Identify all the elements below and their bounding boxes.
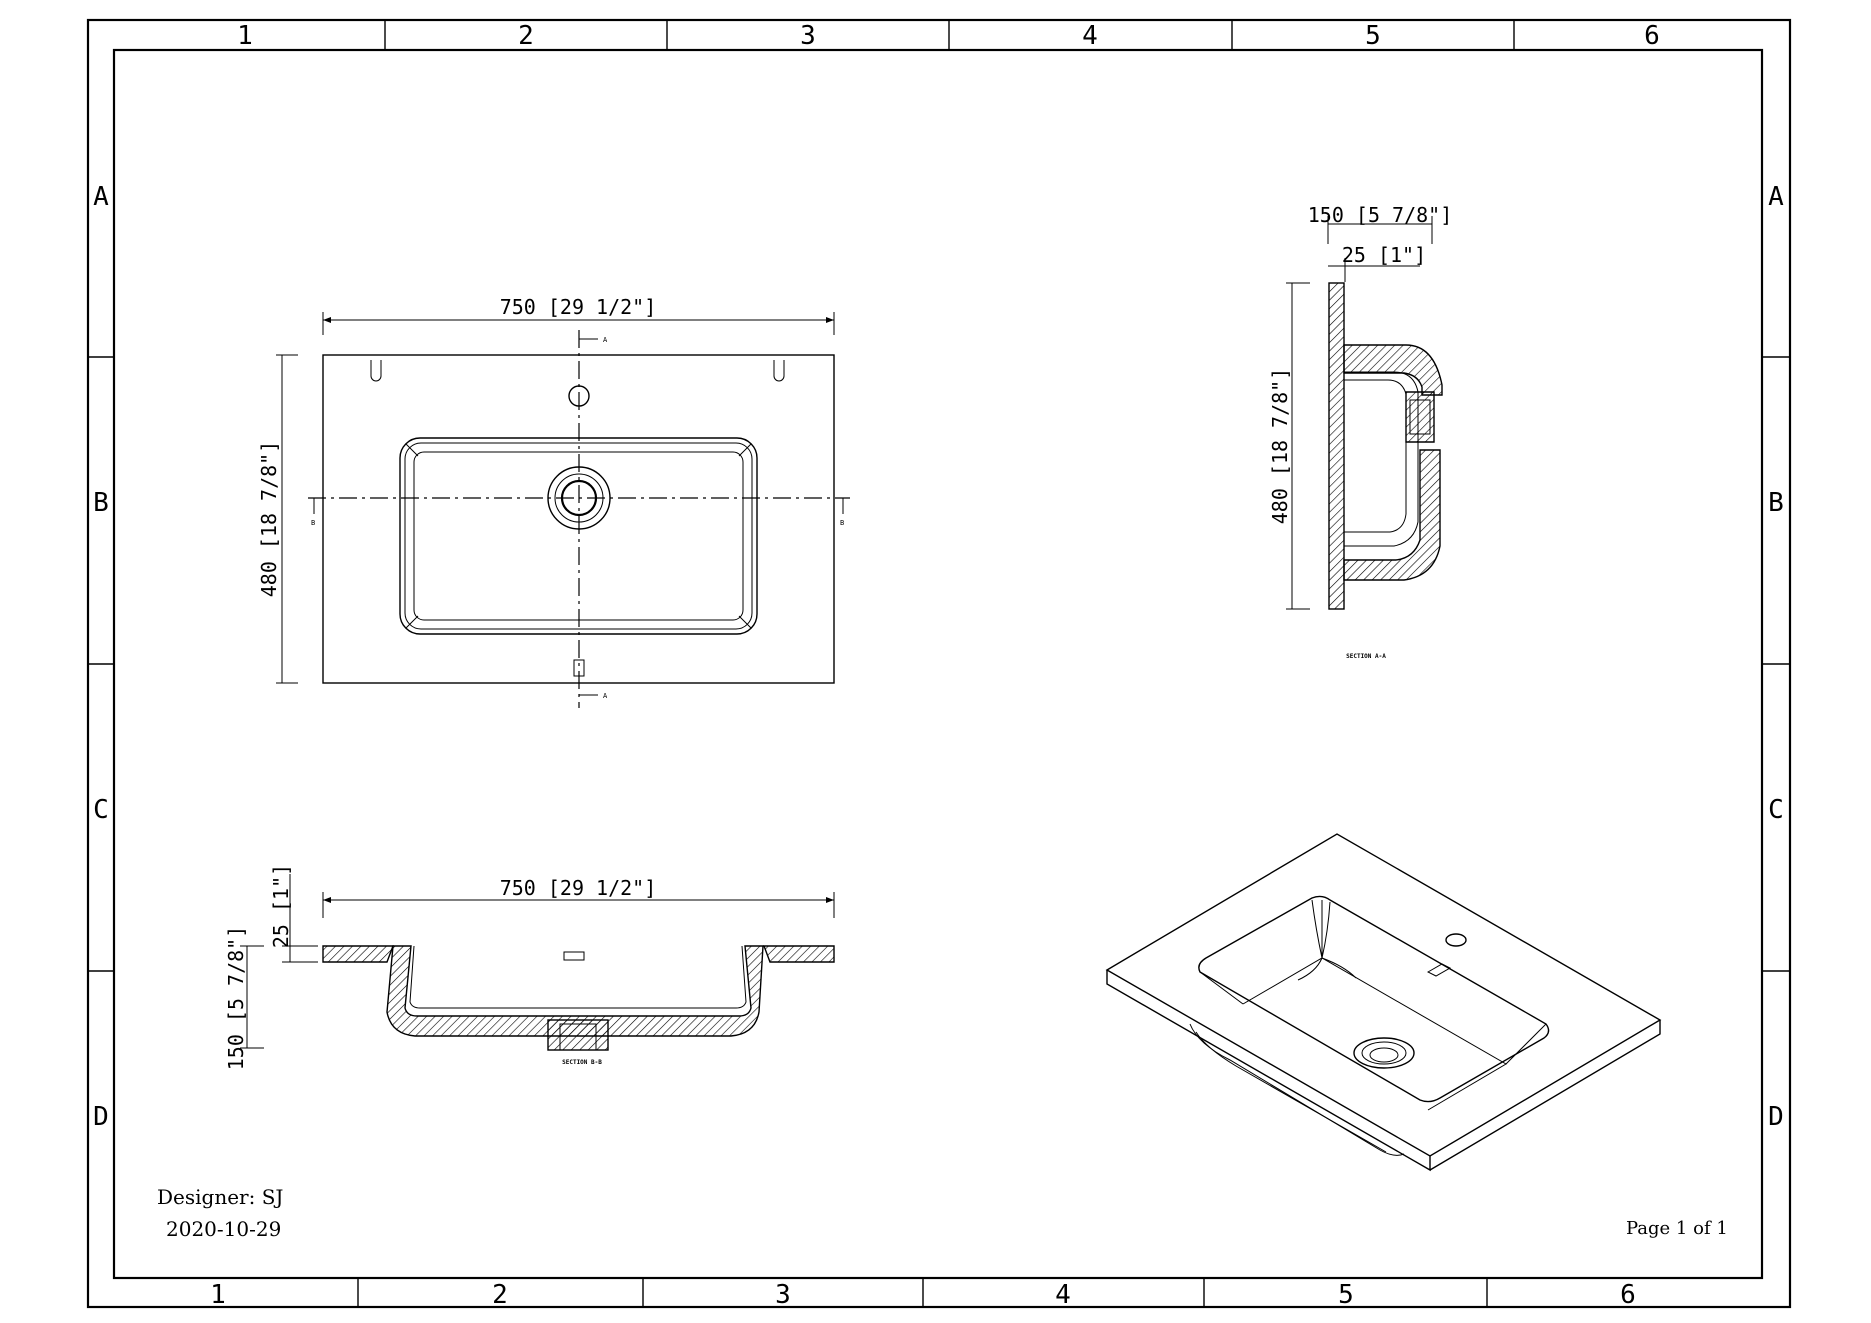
- column-label-bottom-4: 4: [1055, 1280, 1071, 1310]
- section-a-mark-top: A: [603, 336, 608, 344]
- front-section-width-dimension: 750 [29 1/2"]: [500, 876, 657, 900]
- column-label-top-3: 3: [800, 21, 816, 51]
- row-label-left-d: D: [93, 1102, 109, 1132]
- column-label-top-4: 4: [1082, 21, 1098, 51]
- row-label-left-a: A: [93, 182, 109, 212]
- page-indicator: Page 1 of 1: [1626, 1218, 1728, 1239]
- designer-label: Designer: SJ: [157, 1185, 283, 1209]
- column-label-top-2: 2: [518, 21, 534, 51]
- column-label-bottom-2: 2: [492, 1280, 508, 1310]
- side-section-caption: SECTION A-A: [1346, 653, 1386, 660]
- row-label-right-c: C: [1768, 795, 1784, 825]
- side-section-lip-dimension: 25 [1"]: [1342, 243, 1426, 267]
- title-block: Designer: SJ 2020-10-29 Page 1 of 1: [157, 1185, 1728, 1241]
- front-section-caption: SECTION B-B: [562, 1059, 602, 1066]
- column-label-bottom-3: 3: [775, 1280, 791, 1310]
- column-label-bottom-6: 6: [1620, 1280, 1636, 1310]
- column-label-top-6: 6: [1644, 21, 1660, 51]
- section-a-mark-bottom: A: [603, 692, 608, 700]
- row-label-left-b: B: [93, 488, 109, 518]
- side-section-depth-dimension: 480 [18 7/8"]: [1268, 368, 1292, 525]
- drawing-date: 2020-10-29: [166, 1217, 281, 1241]
- front-section-lip-dimension: 25 [1"]: [269, 864, 293, 948]
- drawing-frame: [86, 18, 1792, 1309]
- section-b-mark-right: B: [840, 519, 844, 527]
- row-label-right-d: D: [1768, 1102, 1784, 1132]
- row-label-right-b: B: [1768, 488, 1784, 518]
- top-view-depth-dimension: 480 [18 7/8"]: [257, 441, 281, 598]
- front-section-height-dimension: 150 [5 7/8"]: [224, 926, 248, 1071]
- side-section-view: 150 [5 7/8"] 25 [1"] 480 [18 7/8"] SECTI…: [1268, 203, 1452, 660]
- row-label-right-a: A: [1768, 182, 1784, 212]
- top-view-width-dimension: 750 [29 1/2"]: [500, 295, 657, 319]
- column-label-bottom-1: 1: [210, 1280, 226, 1310]
- section-b-mark-left: B: [311, 519, 315, 527]
- side-section-height-dimension: 150 [5 7/8"]: [1308, 203, 1453, 227]
- column-label-top-1: 1: [237, 21, 253, 51]
- row-label-left-c: C: [93, 795, 109, 825]
- front-section-view: 750 [29 1/2"] 25 [1"] 150 [5 7/8"] SECTI…: [224, 864, 835, 1071]
- top-view: 750 [29 1/2"] 480 [18 7/8"] A A: [257, 295, 850, 708]
- column-label-bottom-5: 5: [1338, 1280, 1354, 1310]
- isometric-view: [1105, 833, 1662, 1172]
- column-label-top-5: 5: [1365, 21, 1381, 51]
